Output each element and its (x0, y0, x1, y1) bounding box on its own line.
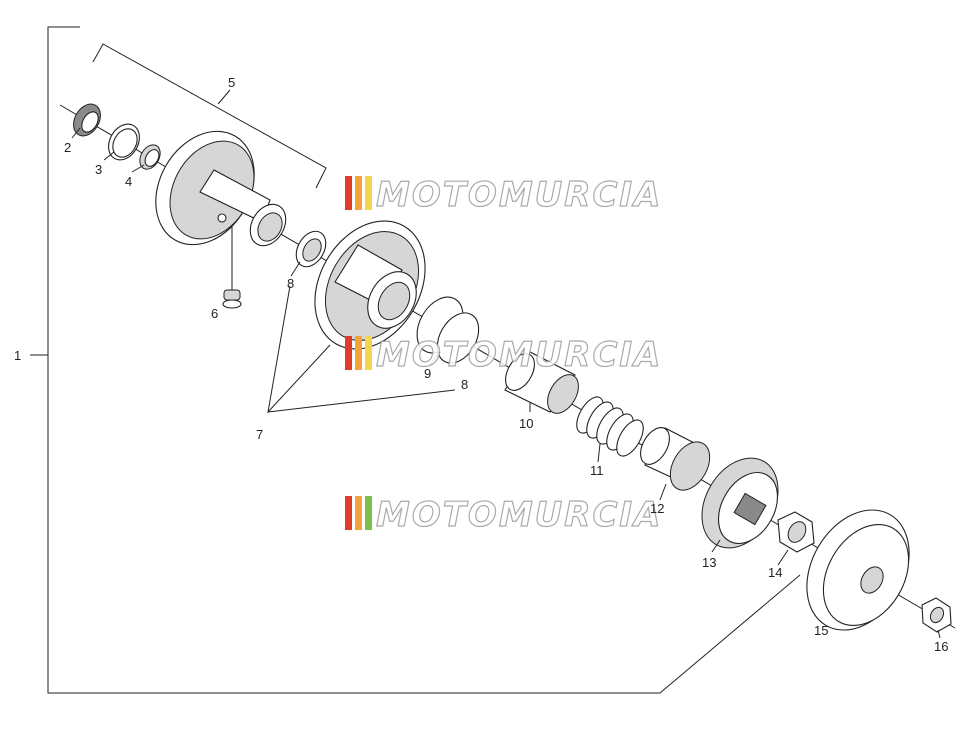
watermark-text: MOTOMURCIA (376, 335, 662, 375)
part-5-pulley (155, 130, 287, 247)
callout-6: 6 (211, 306, 218, 321)
part-14-nut (777, 511, 815, 553)
callout-3: 3 (95, 162, 102, 177)
watermark-text: MOTOMURCIA (376, 495, 662, 535)
part-5-bracket (92, 43, 327, 189)
callout-7: 7 (256, 427, 263, 442)
callout-5: 5 (228, 75, 235, 90)
callout-8-upper: 8 (287, 276, 294, 291)
callout-10: 10 (519, 416, 533, 431)
watermark-stripe-yellow (365, 336, 372, 370)
watermark-stripe-orange (355, 336, 362, 370)
watermark-text: MOTOMURCIA (376, 175, 662, 215)
callout-14: 14 (768, 565, 782, 580)
part-15-bell (806, 509, 910, 631)
o-rings (416, 296, 480, 364)
part-11-spring (576, 396, 644, 457)
callout-9: 9 (424, 366, 431, 381)
watermark-3: MOTOMURCIA (345, 494, 662, 536)
callout-15: 15 (814, 623, 828, 638)
callout-8-lower: 8 (461, 377, 468, 392)
callout-11: 11 (590, 463, 604, 478)
watermark-1: MOTOMURCIA (345, 174, 662, 216)
watermark-stripe-red (345, 176, 352, 210)
part-8-seal (295, 230, 327, 268)
watermark-stripe-orange (355, 496, 362, 530)
watermark-stripe-orange (355, 176, 362, 210)
watermark-stripe-green (365, 496, 372, 530)
movable-pulley (314, 220, 426, 350)
callout-12: 12 (650, 501, 664, 516)
callout-16: 16 (934, 639, 948, 654)
callout-13: 13 (702, 555, 716, 570)
assembly-bracket (30, 26, 801, 694)
callout-2: 2 (64, 140, 71, 155)
leader-lines (71, 127, 941, 639)
part-10-sleeve (504, 351, 579, 414)
part-4-bearing (139, 144, 161, 170)
watermark-stripe-red (345, 336, 352, 370)
part-16-nut (921, 597, 952, 633)
callout-1: 1 (14, 348, 21, 363)
part-12-cup (640, 427, 711, 491)
callout-4: 4 (125, 174, 132, 189)
watermark-2: MOTOMURCIA (345, 334, 662, 376)
watermark-stripe-red (345, 496, 352, 530)
part-13-clutch (701, 457, 779, 549)
watermark-stripe-yellow (365, 176, 372, 210)
part-6-pin (222, 225, 242, 309)
part-2-seal (73, 103, 101, 137)
part-3-ring (108, 123, 140, 161)
